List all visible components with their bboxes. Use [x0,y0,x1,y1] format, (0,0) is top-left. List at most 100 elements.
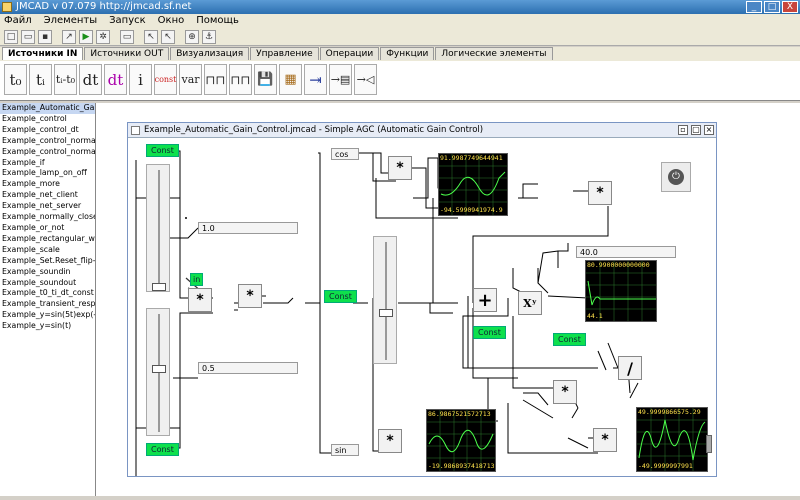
multiply-block[interactable]: * [388,156,412,180]
run-icon[interactable]: ▶ [79,30,93,44]
tab-logic[interactable]: Логические элементы [435,47,553,60]
list-item[interactable]: Example_Automatic_Gain [0,103,95,114]
anchor-icon[interactable]: ⚓ [202,30,216,44]
list-item[interactable]: Example_t0_ti_dt_const [2,288,94,298]
const-block[interactable]: Const [146,144,179,157]
value-field-40[interactable]: 40.0 [576,246,676,258]
sin-field[interactable]: sin [331,444,359,456]
list-item[interactable]: Example_transient_respo [2,299,95,309]
export-icon[interactable]: ↗ [62,30,76,44]
palette-input-icon[interactable]: ⇥ [304,64,327,95]
open-folder-icon[interactable]: ▭ [21,30,35,44]
list-item[interactable]: Example_more [2,179,60,189]
tab-control[interactable]: Управление [250,47,319,60]
scope-max-label: 80.9900000000000 [587,262,650,269]
palette-board-icon[interactable]: ▦ [279,64,302,95]
close-button[interactable]: X [782,1,798,13]
list-item[interactable]: Example_control [2,113,67,123]
value-field-bottom[interactable]: 0.5 [198,362,298,374]
maximize-button[interactable]: □ [764,1,780,13]
list-item[interactable]: Example_control_normall [2,135,95,145]
power-button[interactable]: ⏻ [661,162,691,192]
palette-speaker-icon[interactable]: →◁ [354,64,377,95]
palette-pulse-2[interactable]: ⊓⊓ [229,64,252,95]
if-block[interactable]: in [190,273,204,286]
palette-i[interactable]: i [129,64,152,95]
menu-window[interactable]: Окно [157,15,185,26]
settings-icon[interactable]: ✲ [96,30,110,44]
list-item[interactable]: Example_scale [2,244,60,254]
palette-ti[interactable]: tᵢ [29,64,52,95]
menu-file[interactable]: Файл [4,15,32,26]
palette-dt-arrow[interactable]: dt [104,64,127,95]
power-block[interactable]: Xʸ [518,291,542,315]
cos-field[interactable]: cos [331,148,359,160]
divide-block[interactable]: / [618,356,642,380]
palette-dt[interactable]: dt [79,64,102,95]
scope-output: 80.9900000000000 44.1 [585,260,657,322]
palette-t0[interactable]: t₀ [4,64,27,95]
window-icon[interactable]: ▭ [120,30,134,44]
frame-title-bar: Example_Automatic_Gain_Control.jmcad - S… [128,123,716,138]
const-block[interactable]: Const [473,326,506,339]
list-item[interactable]: Example_net_server [2,201,82,211]
list-item[interactable]: Example_net_client [2,190,78,200]
link-pointer-icon[interactable]: ↖ [161,30,175,44]
palette-var[interactable]: var [179,64,202,95]
list-item[interactable]: Example_lamp_on_off [2,168,87,178]
list-item[interactable]: Example_rectangular_wa [2,233,95,243]
tab-operations[interactable]: Операции [319,47,380,60]
gain-slider-top[interactable] [146,164,170,292]
new-file-icon[interactable]: □ [4,30,18,44]
save-icon[interactable]: ▪ [38,30,52,44]
const-block[interactable]: Const [146,443,179,456]
list-item[interactable]: Example_y=sin(5t)exp(-0. [2,310,95,320]
palette-ti-t0[interactable]: tᵢ-t₀ [54,64,77,95]
list-item[interactable]: Example_Set.Reset_flip-fl [2,255,95,265]
slider-thumb[interactable] [152,283,166,291]
scope-final: 49.9999866575.29 -49.9999997991 [636,407,708,472]
menu-run[interactable]: Запуск [109,15,146,26]
frame-close-button[interactable]: × [704,125,714,135]
frame-maximize-button[interactable]: ▢ [691,125,701,135]
slider-thumb[interactable] [152,365,166,373]
tab-visualization[interactable]: Визуализация [170,47,250,60]
tab-sources-in[interactable]: Источники IN [2,47,84,60]
tab-functions[interactable]: Функции [380,47,435,60]
list-item[interactable]: Example_soundout [2,277,77,287]
frame-minimize-button[interactable]: ▫ [678,125,688,135]
list-item[interactable]: Example_y=sin(t) [2,321,72,331]
list-item[interactable]: Example_or_not [2,222,65,232]
palette-pulse[interactable]: ⊓⊓ [204,64,227,95]
tab-sources-out[interactable]: Источники OUT [84,47,170,60]
list-item[interactable]: Example_normally_closed [2,212,95,222]
const-block[interactable]: Const [324,290,357,303]
palette-const[interactable]: const [154,64,177,95]
zoom-icon[interactable]: ⊕ [185,30,199,44]
multiply-block[interactable]: * [188,288,212,312]
select-pointer-icon[interactable]: ↖ [144,30,158,44]
slider-thumb[interactable] [379,309,393,317]
value-field-top[interactable]: 1.0 [198,222,298,234]
multiply-block[interactable]: * [553,380,577,404]
scroll-handle[interactable] [706,435,712,453]
list-item[interactable]: Example_control_normall [2,146,95,156]
scope-max-label: 86.9867521572713 [428,411,491,418]
list-item[interactable]: Example_if [2,157,45,167]
const-block[interactable]: Const [553,333,586,346]
diagram-canvas[interactable]: Const Const Const Const Const in 1.0 0.5… [128,138,716,476]
gain-slider-mid[interactable] [373,236,397,364]
add-block[interactable]: + [473,288,497,312]
multiply-block[interactable]: * [588,181,612,205]
palette-disk-icon[interactable]: 💾 [254,64,277,95]
multiply-block[interactable]: * [593,428,617,452]
palette-output-icon[interactable]: →▤ [329,64,352,95]
minimize-button[interactable]: _ [746,1,762,13]
menu-help[interactable]: Помощь [196,15,239,26]
list-item[interactable]: Example_control_dt [2,124,79,134]
multiply-block[interactable]: * [378,429,402,453]
gain-slider-bottom[interactable] [146,308,170,436]
multiply-block[interactable]: * [238,284,262,308]
menu-elements[interactable]: Элементы [43,15,98,26]
list-item[interactable]: Example_soundin [2,266,71,276]
